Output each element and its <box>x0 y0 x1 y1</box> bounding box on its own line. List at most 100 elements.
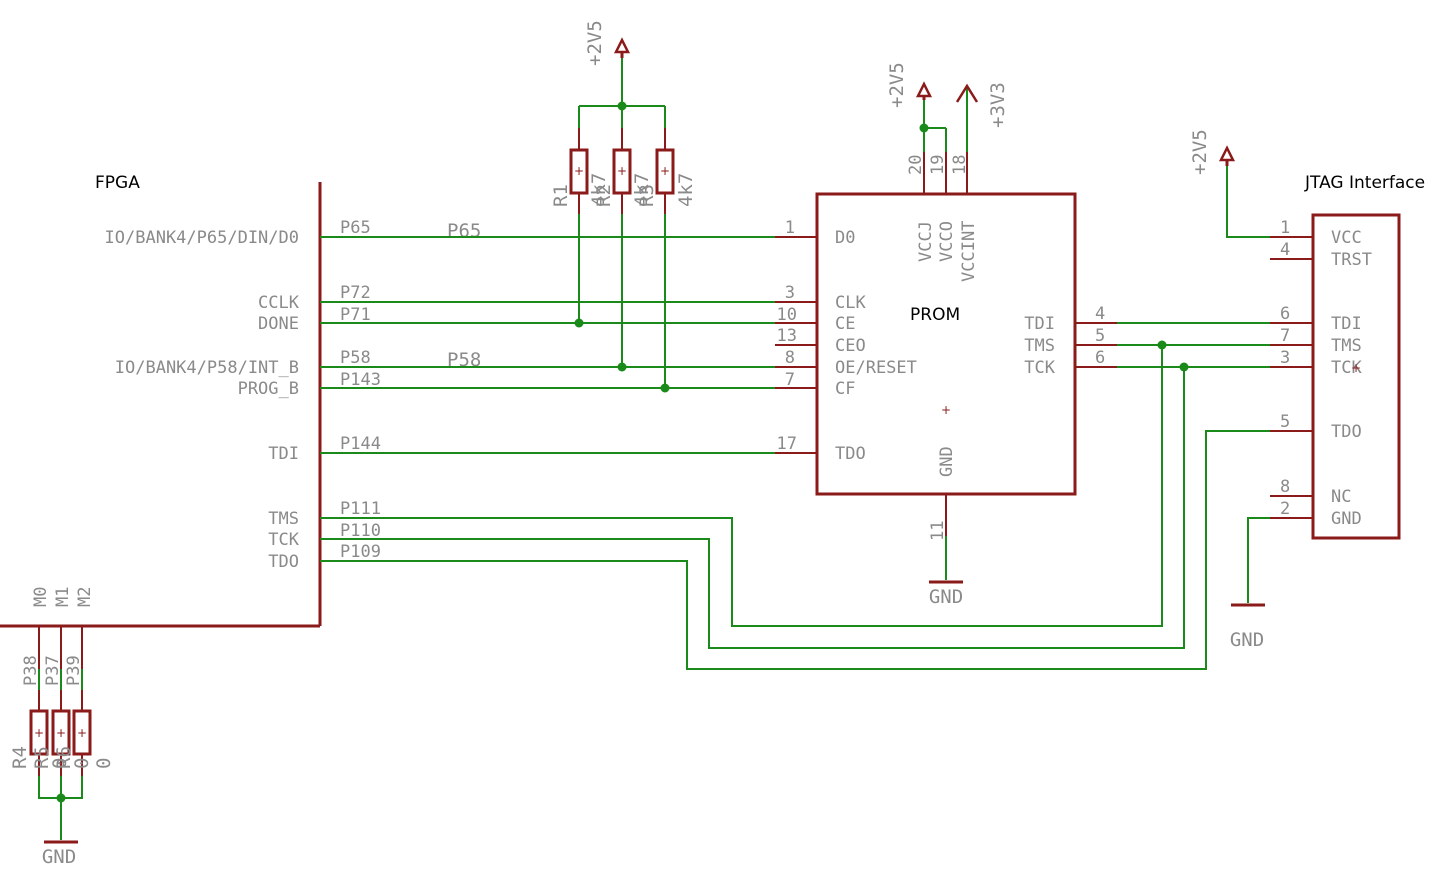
prom-pin-ce: CE <box>835 314 855 334</box>
prom-pinnum-19: 19 <box>928 155 948 175</box>
net-label-p58: P58 <box>447 349 481 371</box>
svg-text:+: + <box>660 164 670 178</box>
signal-wires <box>320 236 1270 670</box>
r2-name: R2 <box>593 184 615 207</box>
r2-value: 4k7 <box>631 173 653 207</box>
prom-pin-cf: CF <box>835 379 855 399</box>
fpga-pin-done: DONE <box>258 314 299 334</box>
signal-p65: P65 <box>340 218 371 238</box>
svg-text:+: + <box>77 726 87 740</box>
svg-text:+: + <box>1351 361 1361 375</box>
prom-pinnum-1: 1 <box>785 218 795 238</box>
jtag-pin-vcc: VCC <box>1331 228 1362 248</box>
fpga-pin-tck: TCK <box>268 530 299 550</box>
fpga-mode-m2: M2 <box>75 587 95 607</box>
prom-pinnum-8: 8 <box>785 348 795 368</box>
jtag-pin-trst: TRST <box>1331 250 1372 270</box>
r6-name: R6 <box>53 746 75 769</box>
prom-pin-tdi: TDI <box>1024 314 1055 334</box>
prom-symbol: PROM + 1 3 10 13 8 7 17 D0 CLK CE CEO OE… <box>775 152 1117 541</box>
mode-resistors: P38 P37 P39 + + + GND R4 R5 R6 0 0 0 <box>9 626 115 868</box>
signal-p39: P39 <box>64 655 84 686</box>
jtag-pinnum-6: 6 <box>1280 304 1290 324</box>
jtag-pinnum-4: 4 <box>1280 240 1290 260</box>
prom-pin-clk: CLK <box>835 293 866 313</box>
jtag-pin-tdi: TDI <box>1331 314 1362 334</box>
signal-p143: P143 <box>340 370 381 390</box>
svg-text:+: + <box>34 726 44 740</box>
prom-pinnum-5: 5 <box>1095 326 1105 346</box>
prom-pinnum-6: 6 <box>1095 348 1105 368</box>
signal-p111: P111 <box>340 499 381 519</box>
jtag-gnd-label: GND <box>1230 629 1264 651</box>
fpga-pin-int-b: IO/BANK4/P58/INT_B <box>115 358 299 378</box>
fpga-pin-tdo: TDO <box>268 552 299 572</box>
prom-jtag-wires <box>1117 322 1270 372</box>
jtag-title: JTAG Interface <box>1304 173 1425 193</box>
net-label-p65: P65 <box>447 220 481 242</box>
supply-3v3-label: +3V3 <box>987 82 1009 128</box>
prom-pinnum-18: 18 <box>950 155 970 175</box>
r1-name: R1 <box>550 184 572 207</box>
jtag-pinnum-8: 8 <box>1280 477 1290 497</box>
r3-value: 4k7 <box>675 173 697 207</box>
prom-pin-vcco: VCCO <box>937 221 957 262</box>
r1-value: 4k7 <box>588 173 610 207</box>
prom-pinnum-20: 20 <box>906 155 926 175</box>
prom-pin-vccj: VCCJ <box>916 221 936 262</box>
r5-value: 0 <box>71 758 93 769</box>
prom-gnd-label: GND <box>929 586 963 608</box>
signal-p58: P58 <box>340 348 371 368</box>
fpga-mode-m1: M1 <box>53 587 73 607</box>
fpga-pin-prog-b: PROG_B <box>238 379 299 399</box>
fpga-pin-cclk: CCLK <box>258 293 300 313</box>
jtag-supply-2v5-label: +2V5 <box>1189 129 1211 175</box>
r5-name: R5 <box>31 746 53 769</box>
signal-p144: P144 <box>340 434 381 454</box>
fpga-symbol: FPGA IO/BANK4/P65/DIN/D0 CCLK DONE IO/BA… <box>0 173 322 628</box>
fpga-title: FPGA <box>95 173 140 193</box>
mode-gnd-label: GND <box>42 846 76 868</box>
prom-pin-tck: TCK <box>1024 358 1055 378</box>
jtag-connector: JTAG Interface VCC TRST TDI TMS TCK + TD… <box>1270 173 1425 540</box>
prom-pin-d0: D0 <box>835 228 855 248</box>
fpga-signal-labels: P65 P72 P71 P58 P143 P144 P111 P110 P109… <box>340 218 481 562</box>
signal-p37: P37 <box>43 655 63 686</box>
fpga-pin-tdi: TDI <box>268 444 299 464</box>
jtag-pinnum-3: 3 <box>1280 348 1290 368</box>
svg-text:+: + <box>617 164 627 178</box>
prom-pinnum-4: 4 <box>1095 304 1105 324</box>
signal-p110: P110 <box>340 521 381 541</box>
r4-name: R4 <box>9 746 31 769</box>
svg-text:+: + <box>941 403 951 417</box>
fpga-mode-m0: M0 <box>31 587 51 607</box>
prom-pin-oe-reset: OE/RESET <box>835 358 917 378</box>
fpga-pin-tms: TMS <box>268 509 299 529</box>
prom-pin-vccint: VCCINT <box>959 221 979 282</box>
prom-pin-gnd: GND <box>937 446 957 477</box>
svg-text:+: + <box>574 164 584 178</box>
supply-2v5-label: +2V5 <box>584 20 606 66</box>
prom-supplies: +2V5 +3V3 GND <box>886 62 1009 608</box>
signal-p109: P109 <box>340 542 381 562</box>
r4-value: 0 <box>49 758 71 769</box>
signal-p71: P71 <box>340 305 371 325</box>
prom-pinnum-17: 17 <box>777 434 797 454</box>
prom-title: PROM <box>910 305 960 325</box>
prom-pin-ceo: CEO <box>835 336 866 356</box>
prom-pinnum-7: 7 <box>785 370 795 390</box>
prom-supply-2v5-label: +2V5 <box>886 62 908 108</box>
svg-text:+: + <box>56 726 66 740</box>
prom-pinnum-11: 11 <box>928 521 948 541</box>
pullup-resistors: + + + R1 R2 R3 4k7 4k7 4k7 <box>550 58 697 393</box>
jtag-pinnum-2: 2 <box>1280 499 1290 519</box>
jtag-pin-nc: NC <box>1331 487 1351 507</box>
r6-value: 0 <box>93 758 115 769</box>
jtag-pinnum-7: 7 <box>1280 326 1290 346</box>
jtag-pinnum-1: 1 <box>1280 218 1290 238</box>
jtag-pinnum-5: 5 <box>1280 412 1290 432</box>
prom-pin-tdo: TDO <box>835 444 866 464</box>
prom-pinnum-13: 13 <box>777 326 797 346</box>
jtag-power: +2V5 GND <box>1189 129 1270 651</box>
